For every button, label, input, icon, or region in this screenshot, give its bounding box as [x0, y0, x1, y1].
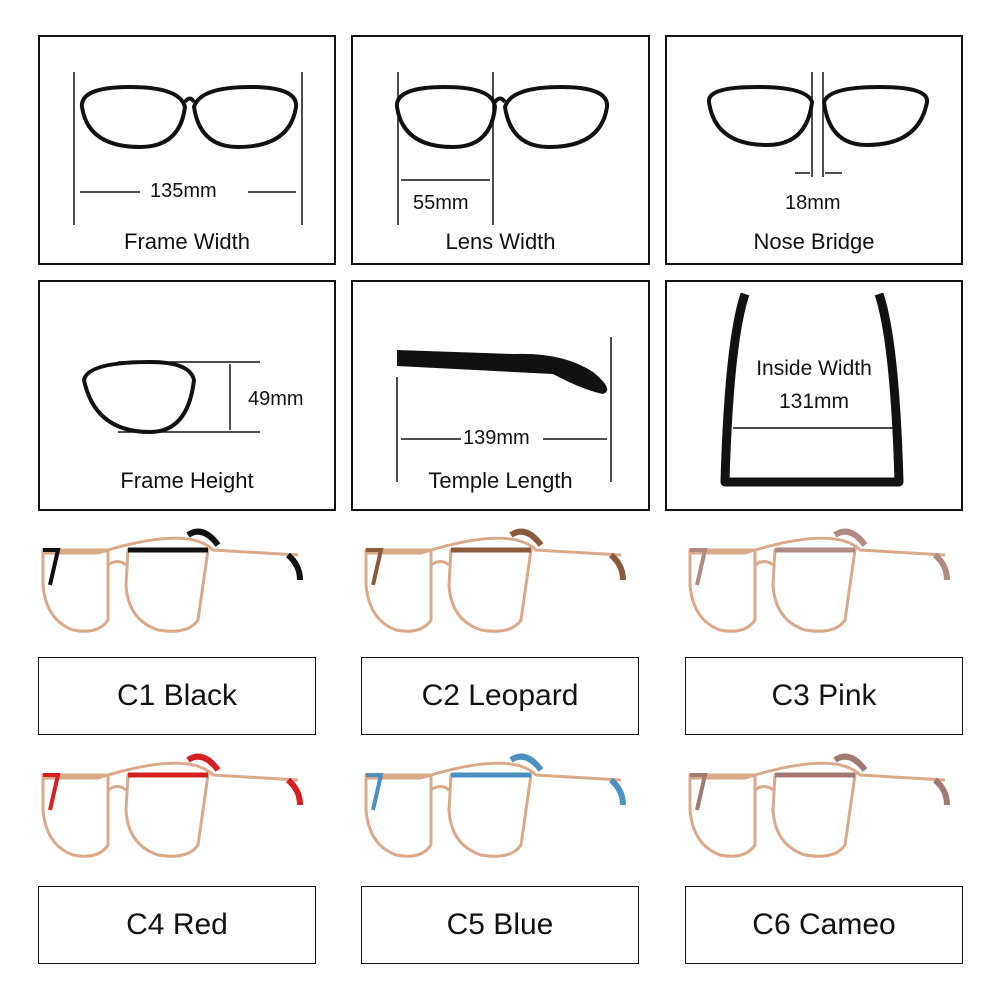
frame-height-panel: 49mm Frame Height: [38, 280, 336, 511]
glasses-photo-3: [685, 525, 963, 645]
frame-width-caption: Frame Width: [124, 229, 250, 254]
top-view-glasses-icon: [720, 292, 904, 487]
frame-width-panel: 135mm Frame Width: [38, 35, 336, 265]
temple-length-panel: 139mm Temple Length: [351, 280, 650, 511]
temple-arm-icon: [396, 337, 612, 482]
lens-icon: [81, 359, 260, 435]
color-option-3: C3 Pink: [685, 657, 963, 735]
front-glasses-icon: [394, 72, 610, 225]
color-option-2: C2 Leopard: [361, 657, 639, 735]
inside-width-value: 131mm: [778, 390, 850, 413]
nose-bridge-panel: 18mm Nose Bridge: [665, 35, 963, 265]
lens-width-value: 55mm: [413, 192, 469, 214]
color-option-1: C1 Black: [38, 657, 316, 735]
frame-height-caption: Frame Height: [120, 468, 254, 493]
inside-width-panel: Inside Width 131mm: [665, 280, 963, 511]
glasses-photo-2: [361, 525, 639, 645]
glasses-photo-1: [38, 525, 316, 645]
frame-height-value: 49mm: [248, 388, 304, 410]
color-option-6: C6 Cameo: [685, 886, 963, 964]
color-option-4: C4 Red: [38, 886, 316, 964]
front-glasses-icon: [73, 72, 303, 225]
color-option-5: C5 Blue: [361, 886, 639, 964]
glasses-photo-5: [361, 750, 639, 870]
inside-width-caption: Inside Width: [756, 357, 872, 380]
glasses-photo-4: [38, 750, 316, 870]
front-glasses-icon: [707, 72, 929, 177]
temple-length-value: 139mm: [463, 427, 530, 449]
frame-width-value: 135mm: [150, 180, 217, 202]
nose-bridge-value: 18mm: [785, 192, 841, 214]
temple-length-caption: Temple Length: [428, 468, 573, 493]
glasses-photo-6: [685, 750, 963, 870]
lens-width-caption: Lens Width: [445, 229, 556, 254]
lens-width-panel: 55mm Lens Width: [351, 35, 650, 265]
nose-bridge-caption: Nose Bridge: [753, 229, 875, 254]
